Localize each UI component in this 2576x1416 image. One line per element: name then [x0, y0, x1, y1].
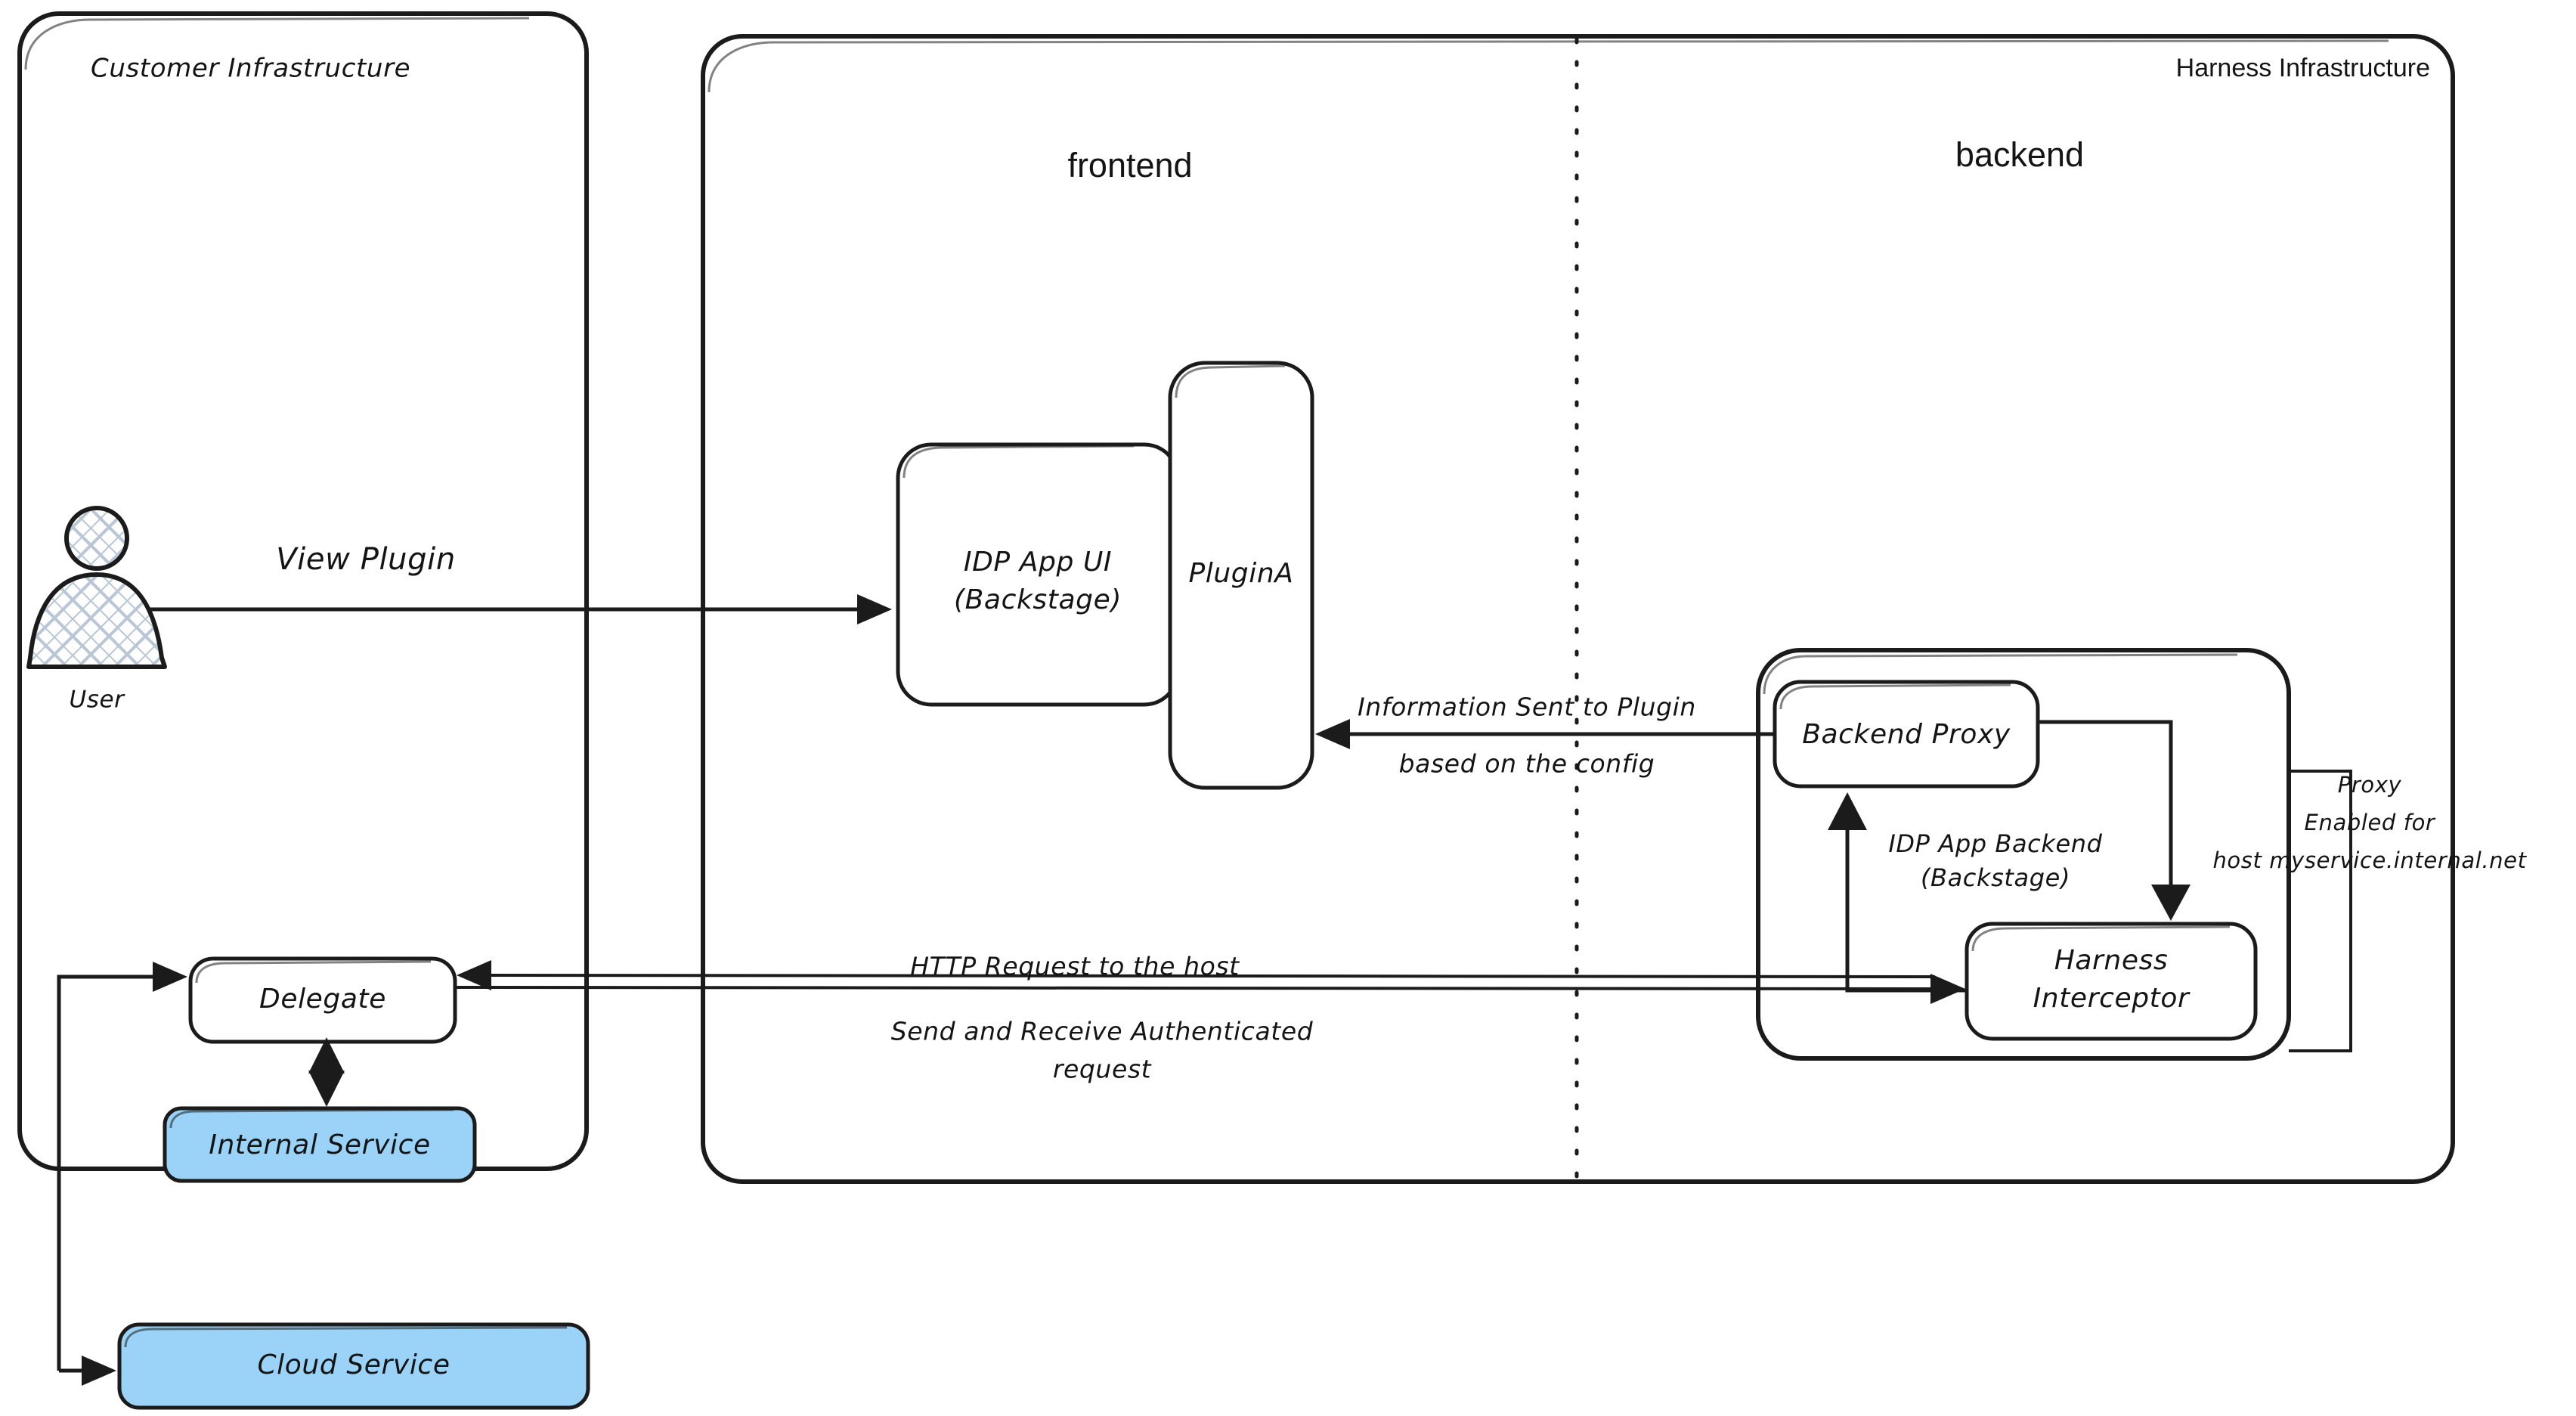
zone-title-backend: backend — [1955, 135, 2084, 174]
http-request-label-line3: request — [1053, 1055, 1152, 1084]
proxy-enabled-label-line3: host myservice.internal.net — [2212, 847, 2527, 873]
edge-view-plugin: View Plugin — [148, 542, 892, 624]
edge-information-sent: Information Sent to Plugin based on the … — [1315, 693, 1775, 779]
plugin-a-label: PluginA — [1188, 558, 1293, 589]
cloud-service-label: Cloud Service — [257, 1349, 450, 1380]
container-idp-app-backend: IDP App Backend (Backstage) — [1756, 648, 2291, 1061]
internal-service-label: Internal Service — [209, 1129, 430, 1160]
idp-app-backend-label-line2: (Backstage) — [1921, 863, 2070, 892]
node-harness-interceptor: Harness Interceptor — [1965, 922, 2258, 1041]
edge-backend-proxy-to-interceptor — [2038, 720, 2191, 921]
http-request-label-line1: HTTP Request to the host — [910, 952, 1240, 981]
node-internal-service: Internal Service — [163, 1106, 477, 1183]
idp-app-backend-label-line1: IDP App Backend — [1888, 829, 2102, 858]
node-backend-proxy: Backend Proxy — [1773, 680, 2040, 789]
customer-infrastructure-label: Customer Infrastructure — [91, 54, 410, 84]
node-idp-app-ui: IDP App UI (Backstage) — [896, 442, 1180, 707]
edge-delegate-internal-service — [308, 1037, 345, 1107]
edge-http-request: HTTP Request to the host Send and Receiv… — [454, 952, 1965, 1084]
http-request-label-line2: Send and Receive Authenticated — [891, 1017, 1314, 1046]
node-delegate: Delegate — [188, 956, 457, 1044]
edge-loopback-to-delegate-and-cloud — [57, 962, 187, 1386]
zone-title-frontend: frontend — [1067, 146, 1192, 184]
idp-app-ui-label-line1: IDP App UI — [964, 547, 1112, 578]
proxy-enabled-label-line2: Enabled for — [2305, 810, 2436, 835]
harness-interceptor-label-line2: Interceptor — [2033, 983, 2191, 1014]
user-label: User — [69, 686, 125, 714]
backend-proxy-label: Backend Proxy — [1802, 719, 2011, 750]
information-sent-label-line2: based on the config — [1399, 749, 1655, 779]
edge-view-plugin-label: View Plugin — [276, 542, 456, 577]
node-plugin-a: PluginA — [1168, 361, 1314, 790]
harness-infrastructure-label: Harness Infrastructure — [2176, 54, 2430, 82]
edge-proxy-enabled: Proxy Enabled for host myservice.interna… — [2212, 770, 2527, 1052]
user-actor-icon — [26, 506, 167, 669]
delegate-label: Delegate — [259, 984, 386, 1015]
information-sent-label-line1: Information Sent to Plugin — [1358, 693, 1696, 722]
proxy-enabled-label-line1: Proxy — [2338, 772, 2402, 798]
edge-interceptor-to-backend-proxy — [1828, 792, 1967, 993]
node-cloud-service: Cloud Service — [117, 1322, 590, 1410]
harness-interceptor-label-line1: Harness — [2054, 945, 2169, 976]
idp-app-ui-label-line2: (Backstage) — [954, 584, 1122, 615]
